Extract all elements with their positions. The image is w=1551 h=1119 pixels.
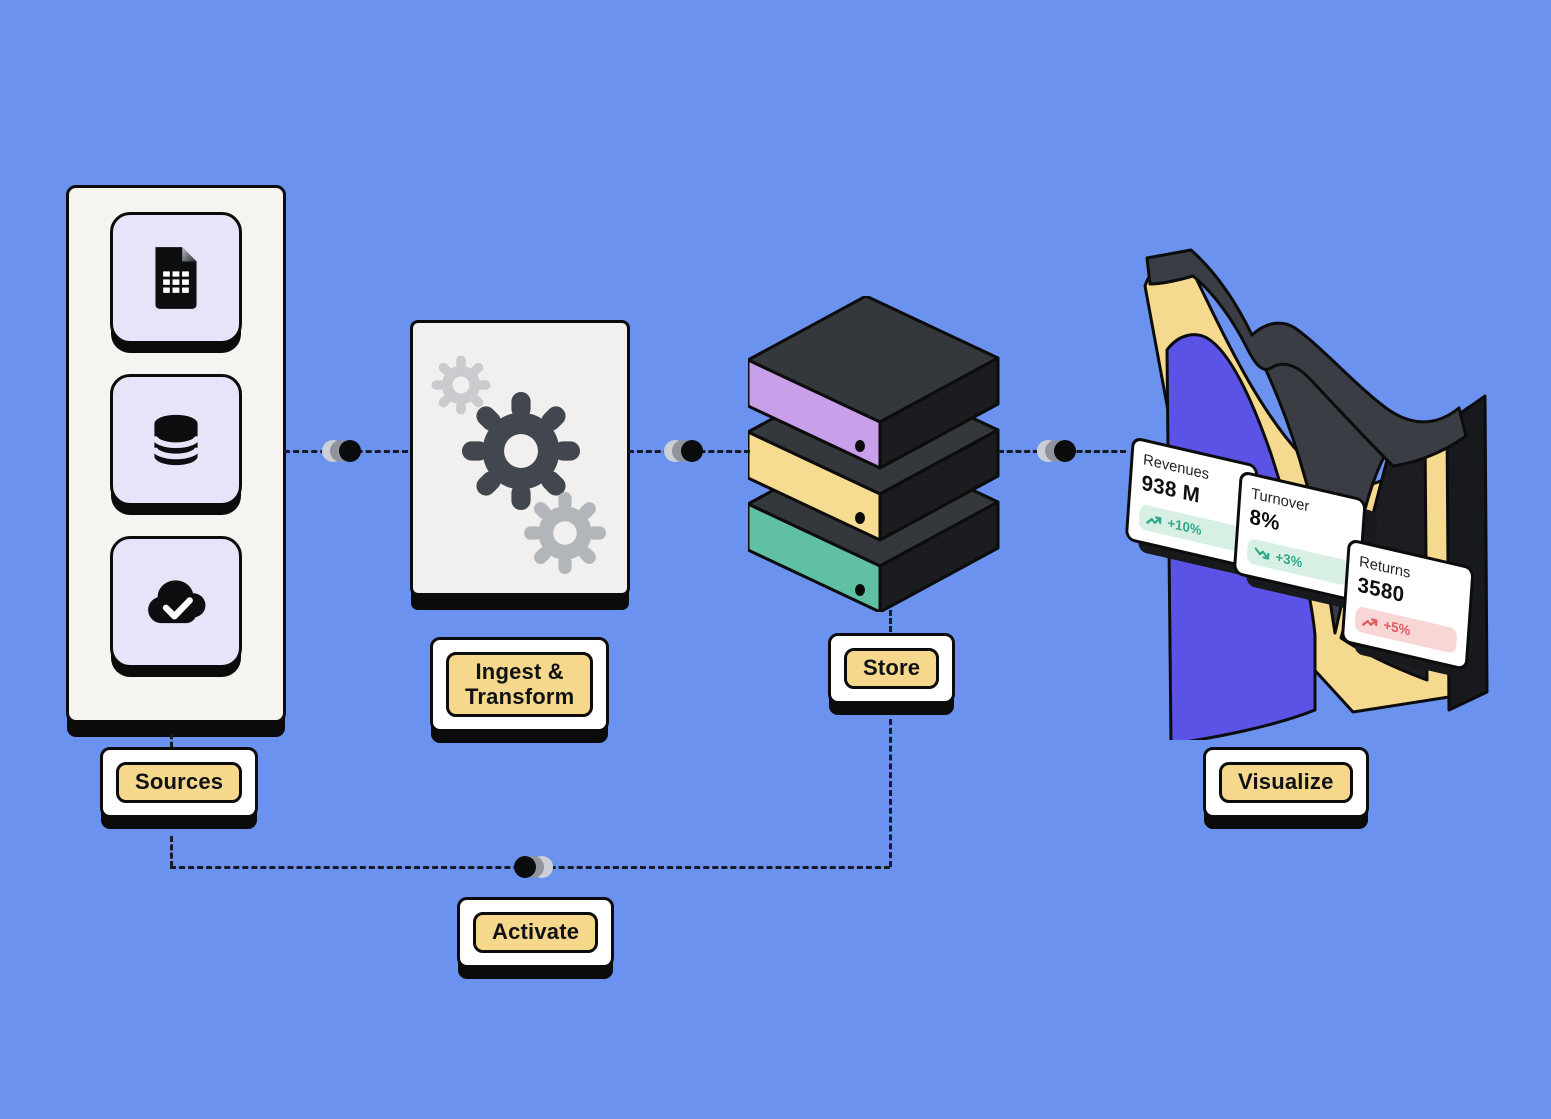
sources-label-pill: Sources [116, 762, 243, 803]
metric-card-revenues: Revenues 938 M +10% [1124, 436, 1259, 570]
metric-card-returns: Returns 3580 +5% [1340, 538, 1475, 672]
visualize-label-pill: Visualize [1219, 762, 1353, 803]
connector-stack-store-label [889, 610, 892, 632]
trend-down-icon [1254, 546, 1270, 560]
connector-panel-sources-label [170, 734, 173, 747]
metric-delta: +5% [1382, 617, 1411, 639]
ingest-transform-label-pill: Ingest & Transform [446, 652, 594, 718]
cloud-check-icon [148, 580, 206, 624]
spreadsheet-file-icon [155, 247, 197, 309]
ingest-label-line2: Transform [465, 683, 575, 709]
flow-dot [664, 439, 704, 463]
source-tile-spreadsheet [110, 212, 242, 344]
database-icon [151, 414, 201, 466]
storage-stack-illustration [748, 296, 1000, 612]
flow-dot [514, 855, 554, 879]
gear-icon [524, 492, 606, 574]
sources-panel [66, 185, 286, 723]
ingest-transform-card [410, 320, 630, 596]
metric-delta-badge: +3% [1246, 537, 1350, 587]
metric-delta: +10% [1166, 515, 1203, 539]
trend-up-icon [1362, 617, 1378, 626]
trend-up-icon [1146, 515, 1162, 524]
metric-delta-badge: +10% [1138, 503, 1242, 553]
ingest-transform-label[interactable]: Ingest & Transform [430, 637, 610, 733]
sources-label[interactable]: Sources [100, 747, 259, 818]
source-tile-cloud [110, 536, 242, 668]
source-tile-database [110, 374, 242, 506]
connector-sources-label-down [170, 836, 173, 867]
store-label-pill: Store [844, 648, 940, 689]
metric-delta-badge: +5% [1354, 605, 1458, 655]
activate-label[interactable]: Activate [457, 897, 615, 968]
activate-label-pill: Activate [473, 912, 599, 953]
visualize-label[interactable]: Visualize [1203, 747, 1369, 818]
chart-ribbon-wave [1145, 248, 1468, 468]
store-label[interactable]: Store [828, 633, 956, 704]
ingest-label-line1: Ingest & [475, 659, 564, 684]
metric-delta: +3% [1274, 549, 1303, 571]
connector-store-label-down [889, 719, 892, 867]
flow-dot [322, 439, 362, 463]
flow-dot [1037, 439, 1077, 463]
metric-card-turnover: Turnover 8% +3% [1232, 470, 1367, 604]
